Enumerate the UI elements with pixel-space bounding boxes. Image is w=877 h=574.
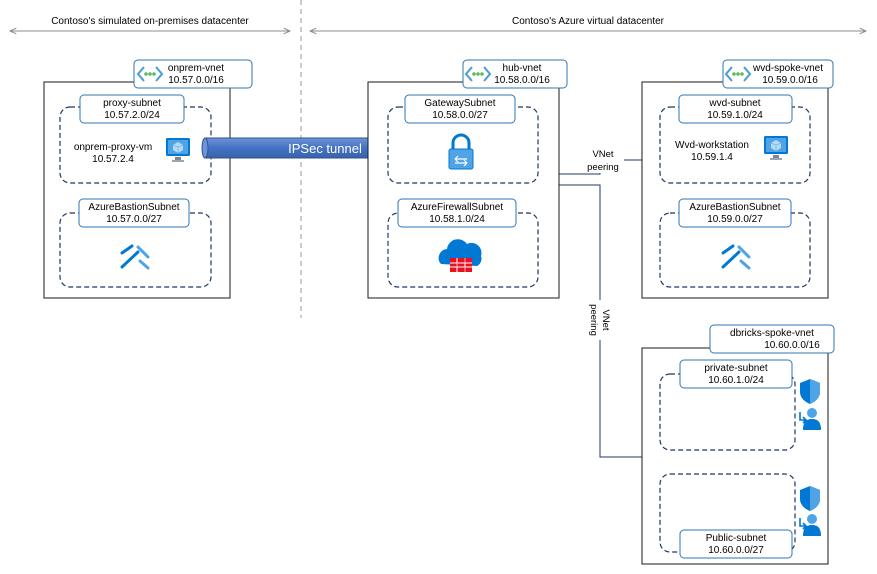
- public-subnet-box: [659, 473, 796, 553]
- dbricks-vnet-cidr: 10.60.0.0/16: [764, 340, 820, 351]
- dbricks-vnet-label-box: [709, 324, 835, 354]
- firewall-subnet-cidr: 10.58.1.0/24: [429, 214, 485, 225]
- gateway-subnet-label-box: [404, 94, 516, 124]
- proxy-subnet-name: proxy-subnet: [103, 98, 161, 109]
- gateway-subnet-name: GatewaySubnet: [424, 98, 495, 109]
- vnet-icon: [464, 66, 492, 82]
- delegation-user-icon: [799, 408, 821, 430]
- hub-vnet-name: hub-vnet: [503, 63, 542, 74]
- azure-region-label: Contoso's Azure virtual datacenter: [512, 16, 665, 27]
- hub-vnet: hub-vnet 10.58.0.0/16 GatewaySubnet 10.5…: [367, 59, 568, 299]
- onprem-bastion-label-box: [78, 198, 190, 228]
- wvd-spoke-vnet: wvd-spoke-vnet 10.59.0.0/16 wvd-subnet 1…: [641, 59, 834, 299]
- onprem-region-label: Contoso's simulated on-premises datacent…: [51, 16, 249, 27]
- proxy-vm-ip: 10.57.2.4: [92, 154, 134, 165]
- onprem-bastion-subnet-cidr: 10.57.0.0/27: [106, 214, 162, 225]
- bastion-icon: [721, 244, 751, 270]
- azure-firewall-icon: [438, 239, 482, 272]
- region-headers: Contoso's simulated on-premises datacent…: [10, 0, 866, 318]
- proxy-subnet-label-box: [79, 94, 185, 124]
- dbricks-peering-label-line1: VNet: [600, 309, 611, 330]
- hub-vnet-label-box: [462, 59, 568, 89]
- wvd-bastion-subnet-cidr: 10.59.0.0/27: [707, 214, 763, 225]
- dbricks-spoke-vnet: dbricks-spoke-vnet 10.60.0.0/16 private-…: [641, 324, 835, 565]
- bastion-icon: [120, 244, 150, 270]
- dbricks-vnet-name: dbricks-spoke-vnet: [730, 328, 814, 339]
- wvd-subnet-name: wvd-subnet: [708, 98, 760, 109]
- vm-monitor-icon: [764, 136, 788, 160]
- wvd-vnet-cidr: 10.59.0.0/16: [762, 75, 818, 86]
- tunnel-label: IPSec tunnel: [288, 141, 362, 156]
- firewall-subnet-label-box: [397, 198, 517, 228]
- workstation-ip: 10.59.1.4: [691, 152, 733, 163]
- vnet-icon: [724, 66, 752, 82]
- wvd-peering-label-line2: peering: [587, 162, 619, 173]
- vpn-gateway-lock-icon: [448, 133, 474, 170]
- firewall-subnet-name: AzureFirewallSubnet: [411, 202, 503, 213]
- hub-vnet-cidr: 10.58.0.0/16: [494, 75, 550, 86]
- dbricks-peering-label-line2: peering: [588, 304, 599, 336]
- tunnel-start-cap: [201, 137, 209, 159]
- wvd-vnet-name: wvd-spoke-vnet: [752, 63, 823, 74]
- wvd-bastion-label-box: [678, 198, 792, 228]
- onprem-vnet-name: onprem-vnet: [168, 63, 224, 74]
- public-subnet-name: Public-subnet: [706, 533, 767, 544]
- public-subnet-label-box: [679, 529, 793, 559]
- onprem-vnet: onprem-vnet 10.57.0.0/16 proxy-subnet 10…: [43, 59, 253, 299]
- onprem-vnet-cidr: 10.57.0.0/16: [168, 75, 224, 86]
- onprem-bastion-subnet-name: AzureBastionSubnet: [88, 202, 179, 213]
- wvd-subnet-cidr: 10.59.1.0/24: [707, 110, 763, 121]
- delegation-user-icon: [799, 514, 821, 536]
- onprem-vnet-label-box: [133, 59, 253, 89]
- wvd-bastion-subnet-name: AzureBastionSubnet: [689, 202, 780, 213]
- wvd-peering-label-line1: VNet: [592, 149, 613, 160]
- private-subnet-cidr: 10.60.1.0/24: [708, 375, 764, 386]
- proxy-subnet-cidr: 10.57.2.0/24: [104, 110, 160, 121]
- proxy-vm-name: onprem-proxy-vm: [74, 142, 152, 153]
- wvd-subnet-label-box: [678, 94, 793, 124]
- vm-monitor-icon: [166, 138, 190, 162]
- nsg-shield-icon: [800, 379, 820, 404]
- vnet-icon: [136, 66, 164, 82]
- wvd-vnet-label-box: [722, 59, 834, 89]
- private-subnet-name: private-subnet: [704, 363, 768, 374]
- nsg-shield-icon: [800, 486, 820, 511]
- gateway-subnet-cidr: 10.58.0.0/27: [432, 110, 488, 121]
- public-subnet-cidr: 10.60.0.0/27: [708, 545, 764, 556]
- peering-connectors: VNet peering VNet peering: [559, 145, 642, 458]
- private-subnet-label-box: [679, 359, 793, 389]
- workstation-name: Wvd-workstation: [675, 140, 749, 151]
